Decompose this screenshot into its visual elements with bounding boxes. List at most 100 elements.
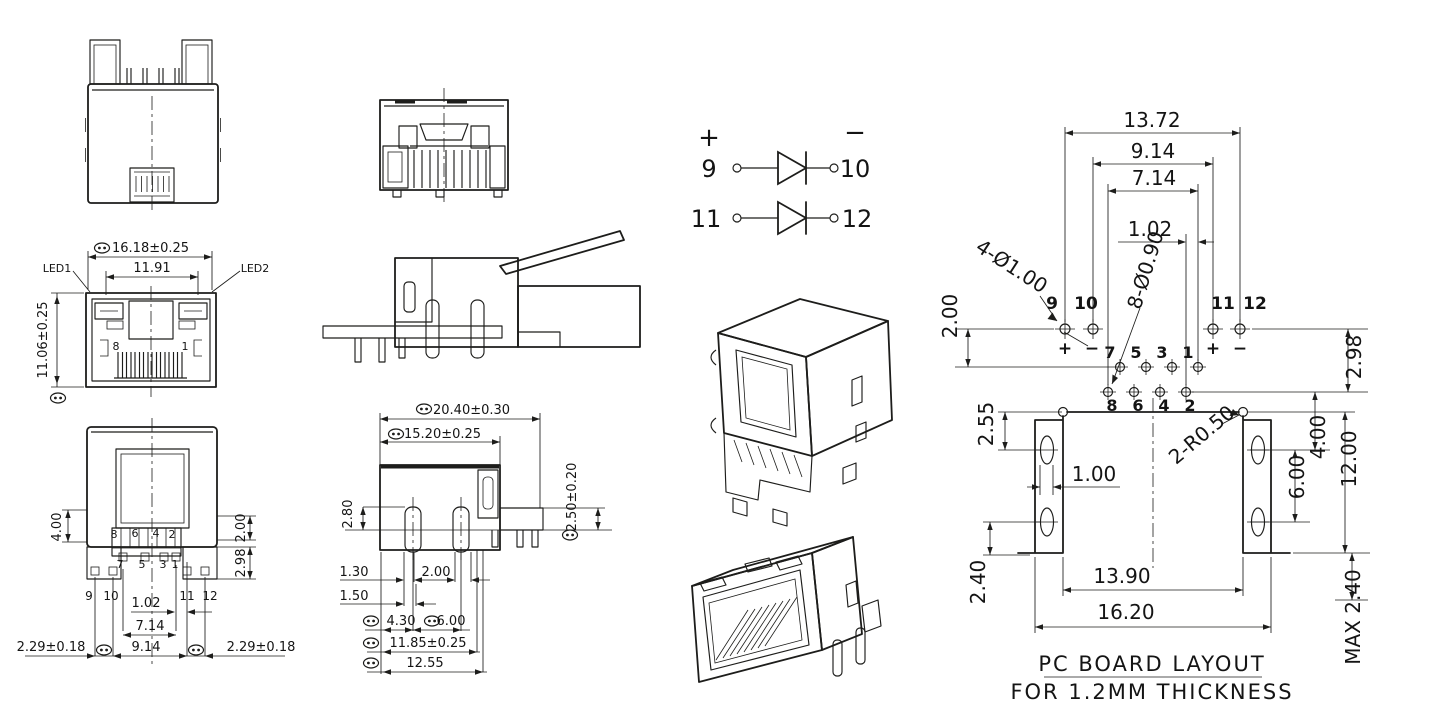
bv-pin-9: 9	[85, 589, 93, 603]
pcb-pin-5: 5	[1130, 343, 1141, 362]
terminal-circle	[829, 213, 839, 223]
pcb-dim-255: 2.55	[974, 402, 998, 447]
bv-pin: 3	[160, 558, 167, 571]
inspection-mark-icon	[362, 637, 380, 649]
pcb-dim-714: 7.14	[1132, 166, 1177, 190]
top-view-latch-left	[89, 39, 121, 85]
board-lock-post	[425, 299, 440, 359]
pcb-pin-8: 8	[1106, 396, 1117, 415]
bv-pin: 1	[172, 558, 179, 571]
pcb-layout: 13.72 9.14 7.14 1.02 4-Ø1.00 8-Ø0.90 2-R…	[938, 108, 1370, 704]
pcb-dim-100: 1.00	[1072, 462, 1117, 486]
front-view: 8 1 16.18±0.25 11.91 11.06±0.25 LED1 LED…	[36, 241, 270, 404]
inspection-mark-icon	[95, 644, 113, 656]
inspection-mark-icon	[187, 644, 205, 656]
inspection-mark-icon	[93, 242, 111, 254]
pcb-dim-1200: 12.00	[1337, 430, 1361, 487]
bottom-view-foot-right	[182, 546, 218, 580]
led-holes	[1055, 319, 1250, 339]
sv-right-block	[499, 507, 544, 531]
iso-rear-legs	[732, 462, 857, 527]
bv-pin: 8	[111, 528, 118, 541]
front-view-contacts	[114, 352, 187, 379]
sv-dim-1185: 11.85±0.25	[389, 636, 466, 651]
bv-dim-298: 2.98	[234, 549, 249, 578]
side-view-mated	[322, 230, 641, 363]
pcb-dim-102: 1.02	[1128, 217, 1173, 241]
pcb-dim-240: 2.40	[966, 560, 990, 605]
diode2-cathode-label: 12	[842, 205, 873, 233]
bv-dim-229r: 2.29±0.18	[227, 640, 296, 655]
iso-front-contacts	[715, 596, 798, 661]
diode-schematic: + − 9 10 11 12	[691, 118, 873, 236]
bv-pin-10: 10	[103, 589, 118, 603]
signal-holes	[1100, 359, 1206, 400]
side-view-dimensioned: 20.40±0.30 15.20±0.25 2.80 2.50±0.20 1.3…	[340, 403, 612, 675]
led2-label: LED2	[241, 262, 270, 275]
diode2-anode-label: 11	[691, 205, 722, 233]
pcb-dim-298: 2.98	[1342, 335, 1366, 380]
sv-dim-1255: 12.55	[406, 656, 443, 671]
bv-dim-200: 2.00	[234, 514, 249, 543]
inspection-mark-icon	[415, 403, 433, 415]
sv-dim-430: 4.30	[387, 614, 416, 629]
plug-latch	[499, 230, 625, 275]
top-view-side-dimples	[85, 118, 221, 162]
pcb-pin-7: 7	[1104, 343, 1115, 362]
front-view-side-cutouts	[100, 339, 202, 357]
bv-dim-229l: 2.29±0.18	[17, 640, 86, 655]
polarity-minus: −	[844, 118, 866, 148]
pcb-dim-lines	[955, 127, 1370, 633]
sv-dim-600: 6.00	[437, 614, 466, 629]
sv-dim-200: 2.00	[422, 565, 451, 580]
terminal-circle	[829, 163, 839, 173]
inspection-mark-icon	[362, 657, 380, 669]
bv-pin: 2	[169, 528, 176, 541]
bottom-view-dim-lines	[25, 509, 285, 657]
sv-dim-lines	[340, 413, 605, 674]
pcb-polarity-plus: +	[1206, 339, 1220, 359]
top-view-posts	[126, 68, 180, 84]
inspection-mark-icon	[49, 392, 67, 404]
pcb-dim-600: 6.00	[1285, 455, 1309, 500]
bottom-view-cavity	[115, 448, 190, 529]
pcb-pin-11: 11	[1211, 294, 1235, 314]
bv-dim-714: 7.14	[136, 619, 165, 634]
pcb-pin-12: 12	[1243, 294, 1267, 314]
diode2-symbol	[777, 200, 808, 236]
jack-body-side	[394, 257, 519, 348]
terminal-circle	[732, 213, 742, 223]
pcb-edge	[322, 325, 503, 339]
rear-view	[379, 88, 509, 202]
sv-dim-arrows	[360, 416, 601, 675]
iso-front-leg	[855, 627, 866, 665]
led1-window	[94, 302, 124, 320]
inspection-mark-icon	[561, 529, 579, 541]
polarity-plus: +	[698, 123, 720, 153]
bottom-view-foot-left	[86, 546, 122, 580]
front-dim-height: 11.06±0.25	[36, 301, 51, 378]
pcb-title-line1: PC BOARD LAYOUT	[1038, 652, 1265, 676]
top-view-body	[87, 83, 219, 204]
bottom-view-contact-block	[111, 527, 182, 557]
iso-front-opening	[702, 569, 810, 671]
side-legs	[354, 338, 406, 363]
top-view	[85, 39, 221, 212]
pcb-pin-9: 9	[1046, 294, 1058, 314]
pcb-pin-10: 10	[1074, 294, 1098, 314]
sv-body	[379, 464, 501, 551]
sv-dim-1520: 15.20±0.25	[404, 427, 481, 442]
front-dim-width: 16.18±0.25	[112, 241, 189, 256]
sv-legs	[491, 530, 539, 548]
bv-dim-102: 1.02	[132, 596, 161, 611]
iso-front-leg	[832, 639, 843, 677]
front-pin-8: 8	[113, 340, 120, 353]
iso-rear-contact-block	[723, 432, 813, 501]
pcb-callout-led-holes: 4-Ø1.00	[972, 234, 1052, 298]
pcb-pin-2: 2	[1184, 396, 1195, 415]
corner-notch	[1057, 406, 1069, 418]
led1-label: LED1	[43, 262, 72, 275]
front-dim-window: 11.91	[133, 261, 170, 276]
